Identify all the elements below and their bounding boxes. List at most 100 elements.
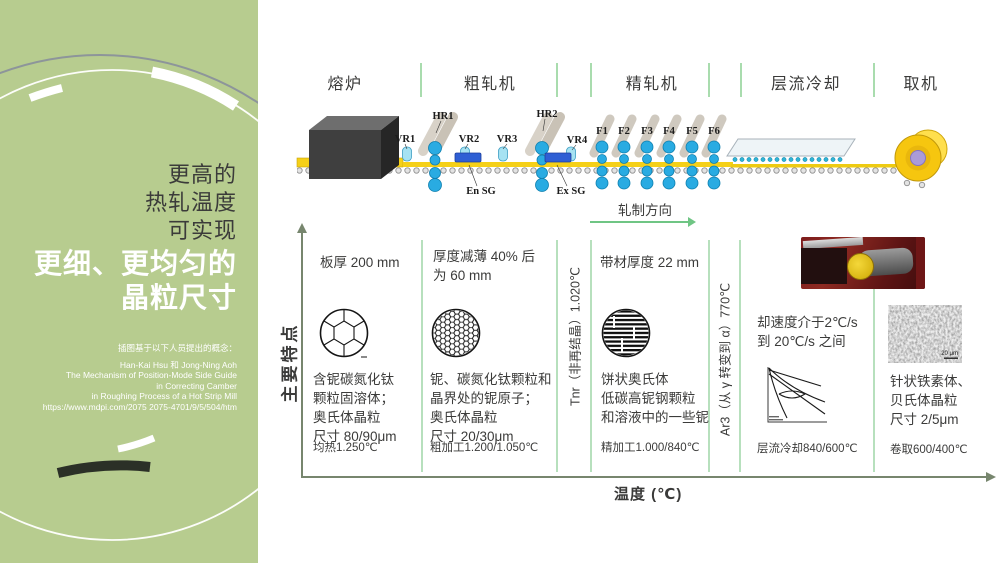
rolling-direction-arrowhead: [688, 217, 696, 227]
col2-body: 铌、碳氮化钛颗粒和 晶界处的铌原子； 奥氏体晶粒 尺寸 20/30μm: [430, 370, 552, 446]
col5-body-line: 尺寸 2/5μm: [890, 412, 959, 427]
citation-line: Han-Kai Hsu 和 Jong-Ning Aoh: [119, 359, 237, 370]
label-f4: F4: [663, 126, 675, 137]
col2-body-line: 奥氏体晶粒: [430, 410, 498, 425]
roughing-stand-hr1: [418, 112, 458, 192]
white-dash-top: [150, 66, 240, 111]
label-leader-lines: [404, 118, 577, 187]
mill-line-diagram: VR1 HR1 VR2 VR3 HR2 VR4 En SG Ex SG F1 F…: [296, 109, 948, 197]
photo-yellow-disc: [847, 253, 874, 280]
label-f6: F6: [708, 126, 720, 137]
coiler-photo: [801, 237, 925, 289]
col3-temp: 精加工1.000/840℃: [601, 442, 700, 454]
heading-line: 可实现: [167, 218, 237, 243]
x-axis-label: 温度 (℃): [614, 486, 683, 503]
dark-dash-bottom: [56, 460, 151, 478]
col1-body-line: 颗粒固溶体；: [313, 391, 394, 406]
gray-circle-arc: [0, 54, 258, 105]
column-separator: [873, 240, 875, 472]
label-f3: F3: [641, 126, 653, 137]
col1-temp: 均热1.250℃: [313, 442, 378, 454]
sidebar-heading: 更高的 热轧温度 可实现: [145, 161, 237, 245]
heading-line: 更高的: [167, 162, 237, 187]
col4-body-line: 却速度介于2℃/s: [757, 315, 858, 330]
x-axis-line: [301, 476, 987, 478]
stage-header-coiler: 取机: [903, 76, 939, 93]
col1-body: 含铌碳氮化钛 颗粒固溶体； 奥氏体晶粒 尺寸 80/90μm: [313, 370, 397, 446]
cct-diagram-sketch: [767, 367, 827, 423]
entry-side-guide-box: [454, 152, 482, 163]
rolling-direction-label: 轧制方向: [618, 203, 672, 218]
roughing-stand-hr2: [525, 112, 565, 192]
exit-side-guide-box: [544, 152, 572, 163]
label-hr1: HR1: [433, 111, 454, 122]
col5-body: 针状铁素体、 贝氏体晶粒 尺寸 2/5μm: [890, 372, 971, 429]
stage-divider-tick: [420, 63, 422, 97]
heading-line: 热轧温度: [144, 190, 237, 215]
subheading-line: 更细、更均匀的: [33, 248, 237, 279]
col2-body-line: 铌、碳氮化钛颗粒和: [430, 372, 552, 387]
sidebar-citation: 插图基于以下人员提出的概念： Han-Kai Hsu 和 Jong-Ning A…: [43, 343, 237, 412]
finishing-stands: [589, 114, 727, 190]
col3-body: 饼状奥氏体 低碳高铌钢颗粒 和溶液中的一些铌: [601, 370, 709, 427]
label-ex-sg: Ex SG: [557, 186, 586, 197]
label-vr4: VR4: [567, 135, 588, 146]
y-axis-label: 主要特点: [280, 322, 300, 403]
roller-table: [297, 167, 925, 176]
col5-body-line: 贝氏体晶粒: [890, 393, 958, 408]
threshold-label-tnr: Tnr（非再结晶）1.020℃: [568, 266, 583, 407]
col4-body: 却速度介于2℃/s 到 20℃/s 之间: [757, 313, 858, 351]
white-dash-left: [28, 84, 63, 102]
threshold-label-ar3: Ar3（从 γ 转变到 α）770℃: [718, 282, 733, 437]
sidebar-panel: 更高的 热轧温度 可实现 更细、更均匀的 晶粒尺寸 插图基于以下人员提出的概念：…: [0, 0, 258, 563]
furnace-box: [309, 116, 399, 179]
stage-divider-tick: [556, 63, 558, 97]
pancaked-grain-illustration: [601, 308, 651, 358]
y-axis-arrowhead: [297, 223, 307, 233]
white-dash-bottom: [117, 434, 156, 453]
column-separator: [556, 240, 558, 472]
x-axis-arrowhead: [986, 472, 996, 482]
citation-line: https://www.mdpi.com/2075 2075-4701/9/5/…: [42, 401, 237, 412]
citation-line: The Mechanism of Position-Mode Side Guid…: [65, 370, 237, 380]
column-separator: [708, 240, 710, 472]
subheading-line: 晶粒尺寸: [120, 282, 237, 313]
y-axis-line: [301, 232, 303, 478]
photo-red-frame: [916, 237, 925, 289]
col2-head-line: 厚度减薄 40% 后: [433, 249, 536, 264]
label-f1: F1: [596, 126, 608, 137]
col2-head-line: 为 60 mm: [433, 267, 492, 283]
column-separator: [590, 240, 592, 472]
citation-line: in Correcting Camber: [156, 380, 237, 391]
col3-body-line: 低碳高铌钢颗粒: [601, 391, 696, 406]
stage-header-furnace: 熔炉: [327, 76, 363, 93]
col5-body-line: 针状铁素体、: [890, 374, 971, 389]
col4-temp: 层流冷却840/600℃: [757, 443, 858, 455]
col4-body-line: 到 20℃/s 之间: [757, 334, 846, 349]
col1-body-line: 尺寸 80/90μm: [313, 429, 397, 444]
strip-thin: [731, 164, 901, 168]
sidebar-circle-decoration: [0, 54, 258, 541]
label-f5: F5: [686, 126, 698, 137]
scale-label: 20 μm: [941, 351, 958, 357]
photo-dark-machinery: [801, 248, 847, 284]
col1-body-line: 奥氏体晶粒: [313, 410, 381, 425]
sidebar-subheading: 更细、更均匀的 晶粒尺寸: [34, 247, 237, 315]
citation-line: in Roughing Process of a Hot Strip Mill: [91, 391, 237, 401]
label-en-sg: En SG: [466, 186, 495, 197]
col3-body-line: 饼状奥氏体: [601, 372, 669, 387]
stage-divider-tick: [708, 63, 710, 97]
strip: [403, 162, 733, 167]
stage-header-roughing: 粗轧机: [463, 76, 517, 93]
col1-head: 板厚 200 mm: [320, 255, 400, 270]
stage-divider-tick: [740, 63, 742, 97]
stage-header-finishing: 精轧机: [625, 76, 679, 93]
rolling-direction-arrow: [590, 221, 688, 223]
coarse-grain-illustration: [319, 308, 369, 358]
stage-divider-tick: [873, 63, 875, 97]
white-circle-arc: [0, 69, 258, 541]
col5-temp: 卷取600/400℃: [890, 444, 968, 456]
col3-head: 带材厚度 22 mm: [600, 255, 700, 270]
label-f2: F2: [618, 126, 630, 137]
